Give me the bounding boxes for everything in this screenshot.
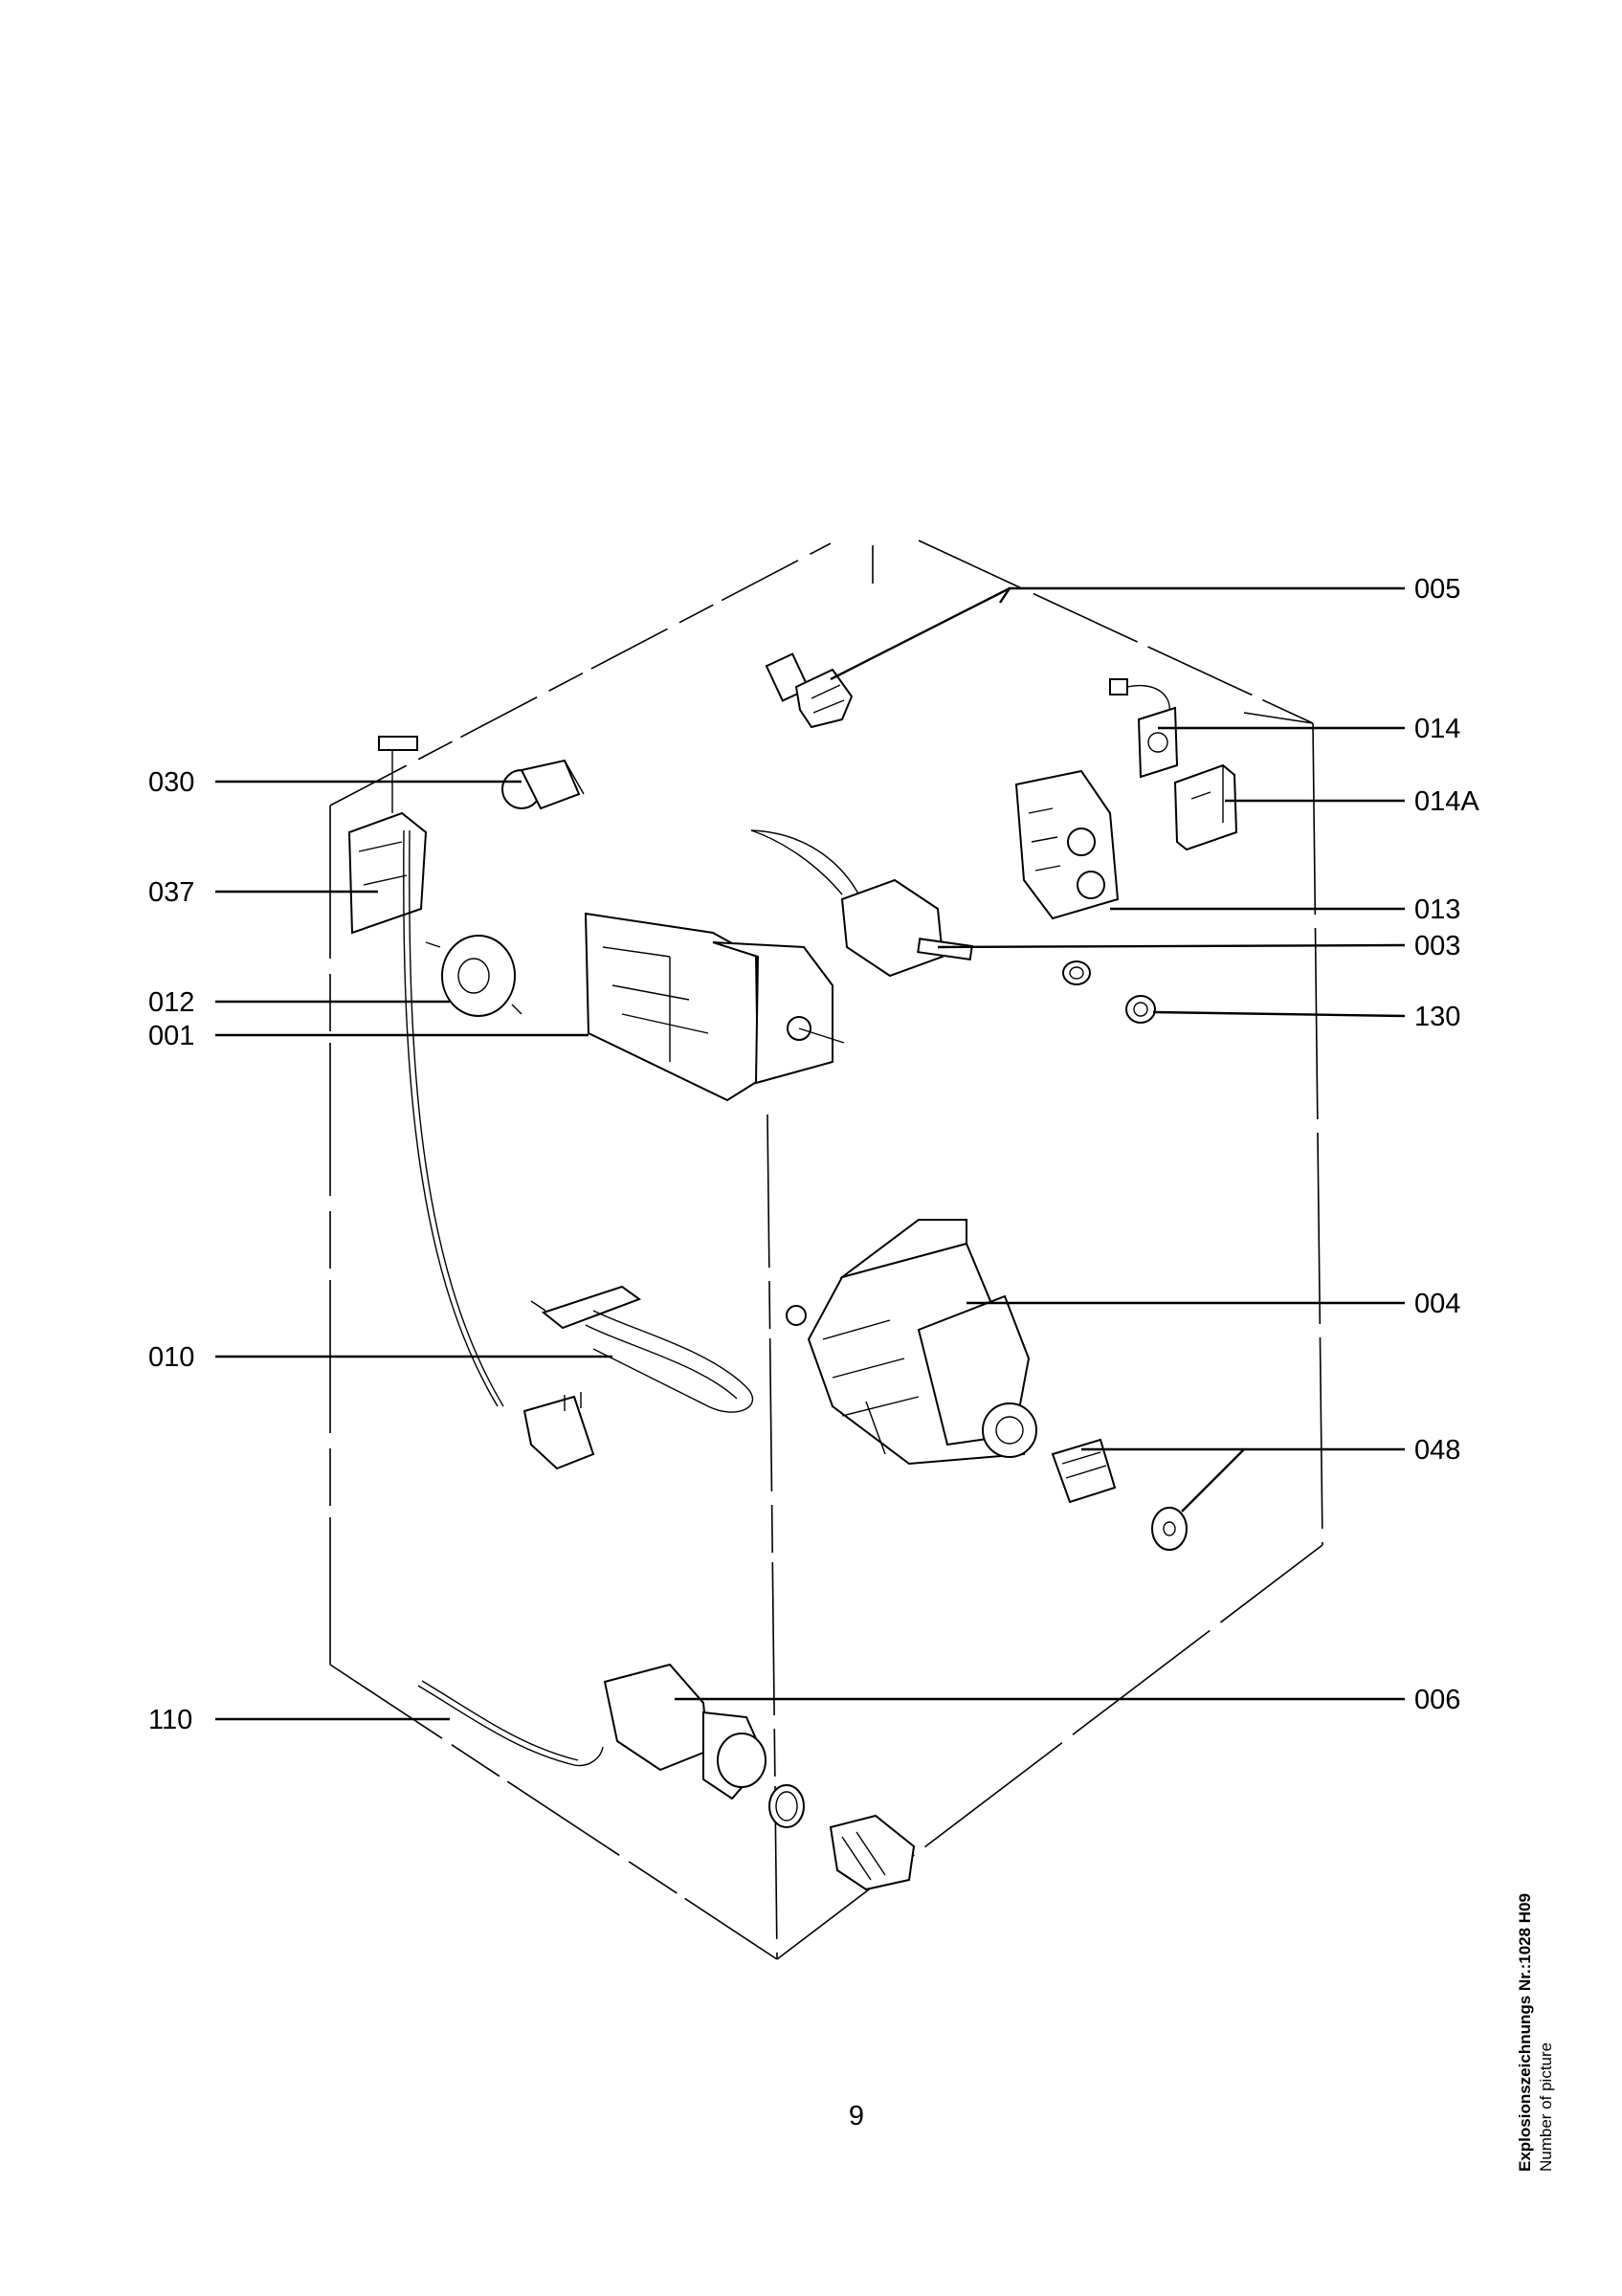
leader-005-branch — [999, 587, 1011, 604]
part-014-board — [1109, 678, 1179, 779]
callout-012: 012 — [148, 987, 194, 1018]
callout-013: 013 — [1414, 894, 1460, 925]
drawing-caption-text: Explosionszeichnungs Nr.:1028 H09 Number… — [1515, 1893, 1557, 2172]
callout-037: 037 — [148, 877, 194, 908]
part-005-thermostat — [765, 652, 854, 729]
callout-014: 014 — [1414, 714, 1460, 744]
callout-004: 004 — [1414, 1289, 1460, 1319]
callout-048: 048 — [1414, 1435, 1460, 1466]
part-030-cup — [501, 759, 585, 810]
part-001-control-module — [584, 912, 845, 1102]
drawing-number-title: Explosionszeichnungs Nr.:1028 H09 — [1516, 1893, 1534, 2172]
callout-005: 005 — [1414, 574, 1460, 605]
callout-014A: 014A — [1414, 786, 1479, 817]
part-130-grommet — [1125, 995, 1156, 1024]
part-014A-bracket — [1173, 763, 1238, 851]
leader-005 — [830, 586, 1405, 681]
part-110-hose — [417, 1680, 604, 1767]
part-006-drain-pump — [603, 1663, 916, 1891]
part-013-switch-block — [1014, 769, 1120, 920]
callout-130: 130 — [1414, 1002, 1460, 1032]
callout-003: 003 — [1414, 931, 1460, 961]
part-003-timer — [750, 829, 1091, 985]
leader-130 — [1152, 1010, 1406, 1018]
part-004-motor — [786, 1219, 1037, 1466]
part-037-door-lock — [347, 736, 595, 1470]
part-048-pulley — [1051, 1438, 1188, 1551]
part-010-heater — [530, 1285, 754, 1413]
part-012-gear — [425, 935, 522, 1017]
callout-110: 110 — [148, 1705, 192, 1735]
callout-006: 006 — [1414, 1685, 1460, 1715]
leader-003 — [937, 943, 1406, 949]
drawing-number-subtitle: Number of picture — [1537, 2042, 1555, 2172]
page-number: 9 — [848, 2101, 865, 2131]
callout-010: 010 — [148, 1342, 194, 1373]
callout-labels: 005 014 014A 013 003 130 004 048 006 030… — [148, 574, 1479, 1735]
leader-048 — [1181, 1447, 1405, 1512]
cabinet-outline — [329, 540, 1323, 1960]
callout-030: 030 — [148, 767, 194, 798]
leader-lines — [215, 586, 1406, 1721]
callout-001: 001 — [148, 1021, 194, 1051]
